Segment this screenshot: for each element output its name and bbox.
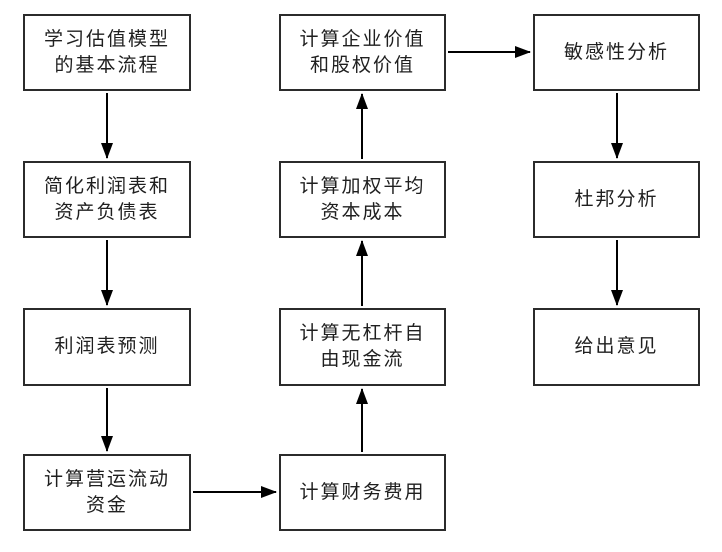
flow-node-simplify-statements: 简化利润表和 资产负债表 xyxy=(23,161,191,238)
flow-node-dupont-analysis: 杜邦分析 xyxy=(533,161,700,238)
flow-node-financial-expenses: 计算财务费用 xyxy=(279,454,446,531)
flow-node-sensitivity-analysis: 敏感性分析 xyxy=(533,14,700,91)
flow-node-unlevered-fcf: 计算无杠杆自 由现金流 xyxy=(279,308,446,386)
flow-node-ev-equity-value: 计算企业价值 和股权价值 xyxy=(279,14,446,91)
flow-node-income-statement-forecast: 利润表预测 xyxy=(23,308,191,386)
flow-node-give-opinion: 给出意见 xyxy=(533,308,700,386)
flow-node-wacc: 计算加权平均 资本成本 xyxy=(279,161,446,238)
flow-node-learn-basic-process: 学习估值模型 的基本流程 xyxy=(23,14,191,91)
flow-node-working-capital: 计算营运流动 资金 xyxy=(23,454,191,531)
